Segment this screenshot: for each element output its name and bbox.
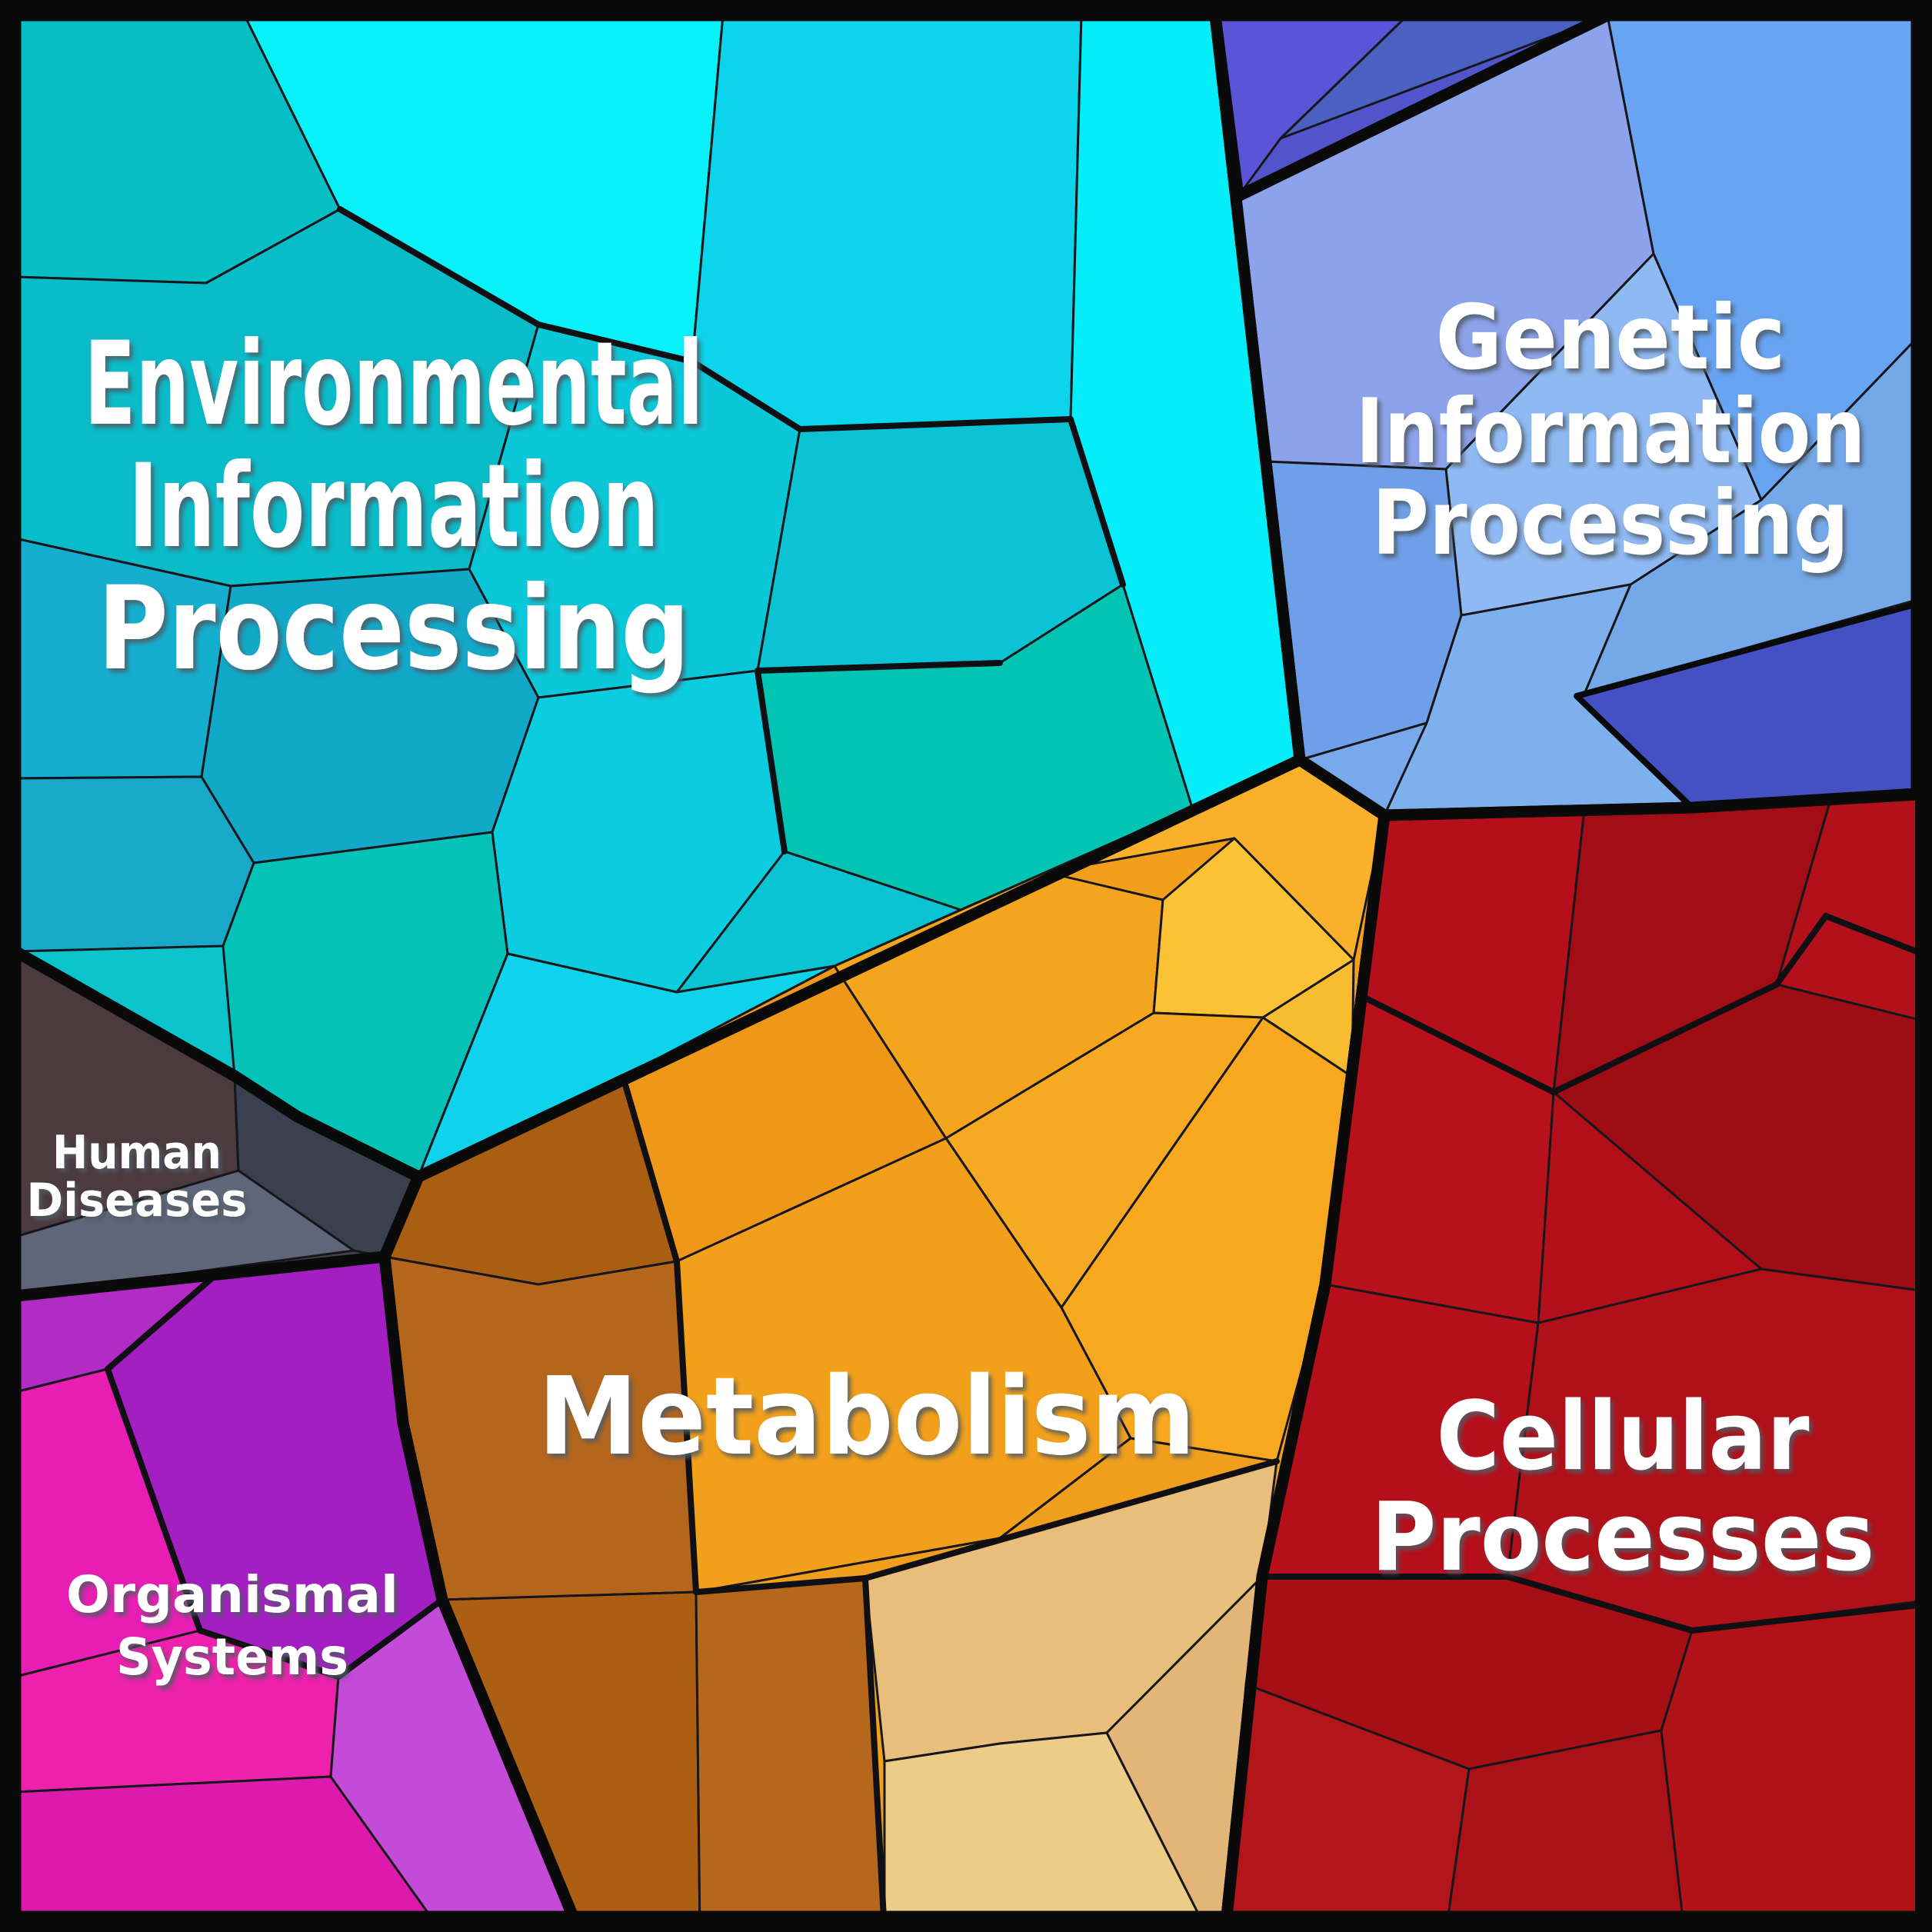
region-os <box>14 1255 575 1918</box>
region-label-cp-line2: Processes <box>1371 1483 1875 1593</box>
indigo-right-base <box>1577 600 1932 808</box>
region-label-os-line2: Systems <box>116 1627 348 1687</box>
os-subgroup-border <box>105 1272 445 1680</box>
cp-cell <box>1660 1598 1932 1932</box>
region-label-gip-line1: Genetic <box>1436 286 1786 390</box>
region-label-met-line1: Metabolism <box>538 1354 1196 1480</box>
region-label-eip-line1: Environmental <box>85 318 704 451</box>
met-cell <box>695 1577 886 1932</box>
region-indigo-top <box>1214 14 1609 198</box>
region-label-os-line1: Organismal <box>66 1565 398 1624</box>
indigo-right-outline <box>1574 597 1932 811</box>
met-subgroup-border <box>862 1458 1280 1581</box>
region-label-hd-line2: Diseases <box>27 1174 248 1227</box>
eip-subgroup-border <box>754 660 1003 674</box>
eip-cell <box>691 14 1083 431</box>
region-cp <box>1225 792 1932 1932</box>
eip-cell <box>14 775 255 953</box>
region-label-hd-line1: Human <box>52 1126 222 1180</box>
region-met <box>383 758 1386 1932</box>
region-label-cp-line1: Cellular <box>1437 1382 1810 1492</box>
region-eip <box>14 14 1301 1178</box>
region-gip <box>1215 14 1918 817</box>
cp-cell <box>1444 1729 1686 1932</box>
cp-subgroup-border <box>1259 1574 1932 1634</box>
region-label-eip-line2: Information <box>128 440 659 574</box>
eip-subgroup-border <box>337 206 1126 588</box>
region-label-gip-line2: Information <box>1356 380 1866 484</box>
cp-subgroup-border <box>1363 913 1932 1095</box>
region-label-eip-line3: Processing <box>98 562 690 696</box>
region-indigo-right <box>1577 600 1932 808</box>
region-label-gip-line3: Processing <box>1372 471 1849 575</box>
region-hd <box>14 950 420 1297</box>
eip-subgroup-border <box>754 668 788 854</box>
